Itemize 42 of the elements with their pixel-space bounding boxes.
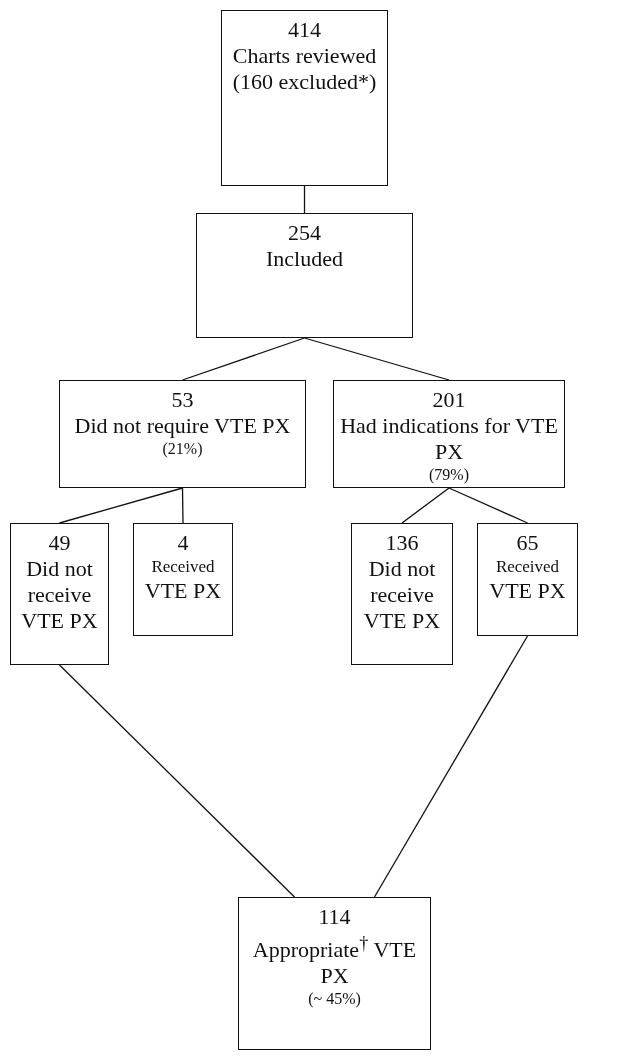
connector-line: [181, 487, 184, 524]
box-text: Included: [266, 246, 343, 272]
connector-line: [373, 635, 529, 898]
count-number: 114: [318, 904, 351, 930]
connector-line: [401, 487, 450, 524]
count-number: 49: [48, 530, 71, 556]
connector-line: [303, 337, 450, 381]
box-text: Received: [151, 556, 215, 578]
box-text: (79%): [429, 465, 469, 485]
flow-box: [10, 523, 109, 665]
connector-line: [448, 487, 529, 524]
count-number: 414: [288, 17, 321, 43]
box-text: (21%): [162, 439, 203, 459]
box-text: (160 excluded*): [232, 69, 377, 95]
flow-box: [133, 523, 233, 636]
box-text: Charts reviewed: [232, 43, 377, 69]
flow-box: [477, 523, 578, 636]
connector-line: [58, 487, 184, 524]
box-text: Did not receive VTE PX: [362, 556, 442, 634]
flow-box: [196, 213, 413, 338]
count-number: 201: [432, 387, 466, 413]
count-number: 136: [385, 530, 419, 556]
box-text: (~ 45%): [308, 989, 361, 1010]
box-text: Had indications for VTE PX: [339, 413, 559, 465]
count-number: 65: [516, 530, 539, 556]
box-text: Did not receive VTE PX: [20, 556, 99, 634]
flow-box: [238, 897, 431, 1050]
box-text: Appropriate$^{†}$ VTE PX: [251, 932, 418, 990]
box-text: VTE PX: [489, 578, 566, 604]
connector-line: [58, 664, 296, 898]
count-number: 53: [171, 387, 194, 413]
count-number: 4: [177, 530, 189, 556]
box-text: Did not require VTE PX: [74, 413, 291, 439]
flow-box: [351, 523, 453, 665]
connector-line: [181, 337, 306, 381]
flow-box: [221, 10, 388, 186]
flow-box: [333, 380, 565, 488]
connector-line: [303, 185, 306, 214]
count-number: 254: [288, 220, 321, 246]
box-text: Received: [495, 556, 560, 578]
box-text: VTE PX: [144, 578, 222, 604]
flow-box: [59, 380, 306, 488]
